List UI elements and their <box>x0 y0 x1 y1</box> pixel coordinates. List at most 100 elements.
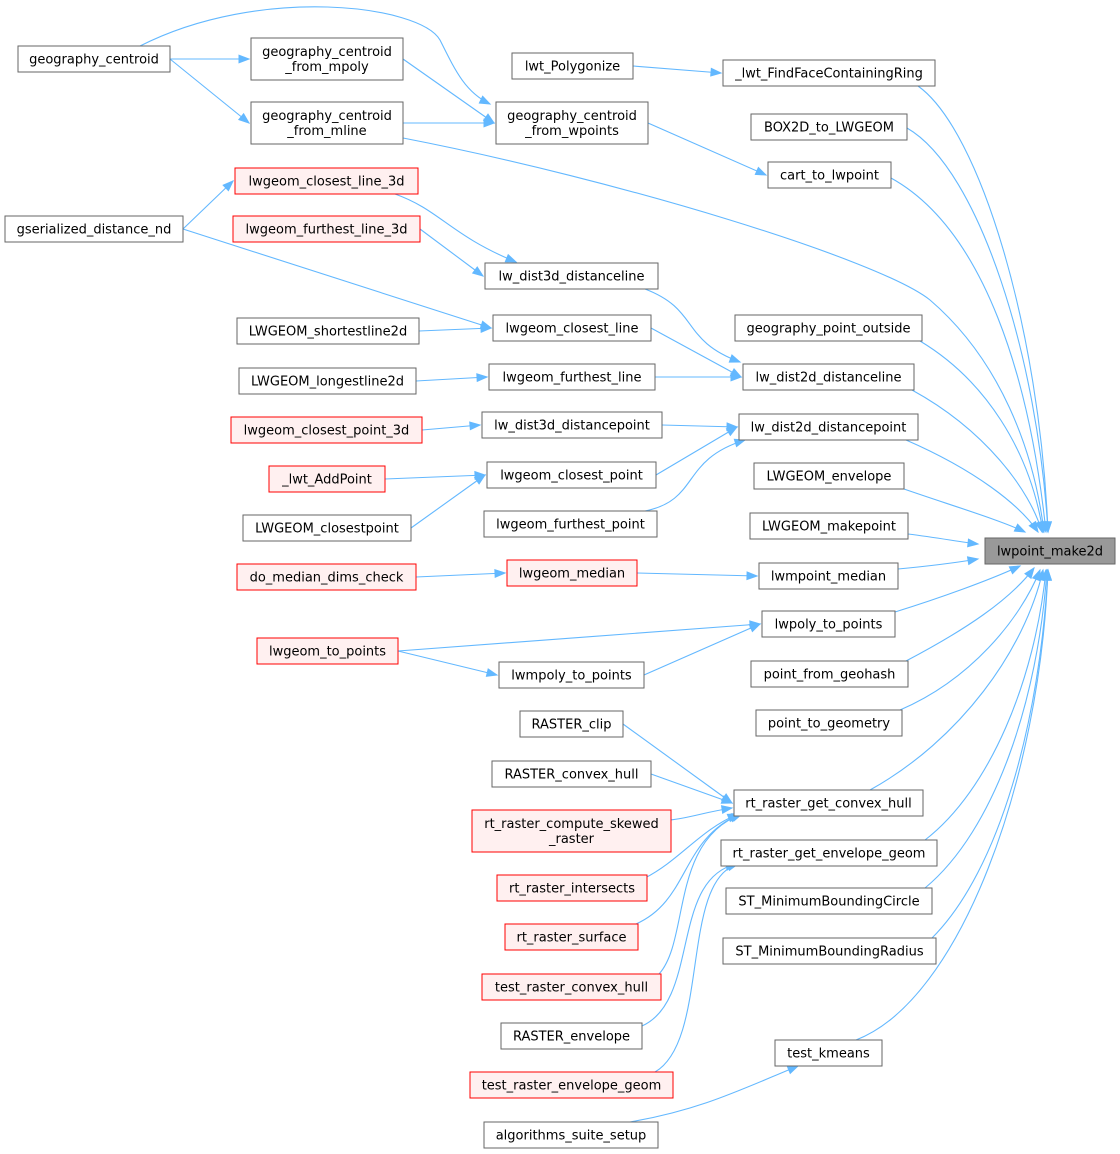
node-label: lw_dist2d_distancepoint <box>751 421 907 436</box>
call-edge <box>644 288 742 363</box>
function-node[interactable]: LWGEOM_makepoint <box>749 512 909 540</box>
node-label: RASTER_clip <box>532 718 612 733</box>
function-node[interactable]: cart_to_lwpoint <box>767 161 892 189</box>
edge-arrowhead <box>754 166 768 176</box>
function-node[interactable]: ST_MinimumBoundingCircle <box>725 887 933 915</box>
function-node[interactable]: do_median_dims_check <box>236 563 417 591</box>
function-node[interactable]: BOX2D_to_LWGEOM <box>750 113 908 141</box>
node-box <box>232 215 421 243</box>
function-node[interactable]: rt_raster_intersects <box>496 874 648 902</box>
target-function-node[interactable]: lwpoint_make2d <box>984 537 1116 565</box>
edge-line <box>644 439 746 512</box>
function-node[interactable]: geography_centroid_from_mline <box>250 101 404 145</box>
edge-line <box>644 288 741 363</box>
function-node[interactable]: algorithms_suite_setup <box>483 1121 659 1149</box>
function-node[interactable]: point_from_geohash <box>750 660 909 688</box>
call-edge <box>905 566 1035 662</box>
node-label: lwgeom_furthest_line_3d <box>246 223 408 238</box>
call-edge <box>655 372 743 382</box>
edge-line <box>418 327 492 332</box>
node-label: LWGEOM_makepoint <box>762 520 896 535</box>
node-label: lwgeom_closest_point <box>500 469 643 484</box>
node-label: rt_raster_compute_skewed <box>484 817 659 832</box>
edge-arrowhead <box>748 623 762 633</box>
edge-line <box>384 474 486 480</box>
call-edge <box>903 488 1027 533</box>
function-node[interactable]: RASTER_convex_hull <box>491 760 652 788</box>
function-node[interactable]: lwgeom_median <box>506 559 638 587</box>
call-edge <box>418 323 493 333</box>
edge-arrowhead <box>1024 566 1035 580</box>
function-node[interactable]: lwgeom_closest_line_3d <box>234 167 419 195</box>
call-edge <box>899 568 1041 711</box>
edge-line <box>855 569 1049 1041</box>
function-node[interactable]: rt_raster_get_envelope_geom <box>720 839 938 867</box>
function-node[interactable]: _lwt_FindFaceContainingRing <box>722 59 936 87</box>
function-node[interactable]: lwgeom_furthest_line_3d <box>232 215 421 243</box>
function-node[interactable]: lw_dist2d_distanceline <box>742 363 915 391</box>
function-node[interactable]: rt_raster_surface <box>504 923 639 951</box>
call-edge <box>182 228 493 330</box>
function-node[interactable]: lw_dist3d_distanceline <box>484 262 659 290</box>
function-node[interactable]: lwmpoly_to_points <box>498 661 645 689</box>
node-box <box>483 510 658 538</box>
function-node[interactable]: geography_centroid_from_mpoly <box>250 37 404 81</box>
function-node[interactable]: LWGEOM_envelope <box>753 462 905 490</box>
call-edge <box>897 556 980 570</box>
function-node[interactable]: RASTER_envelope <box>500 1022 643 1050</box>
node-box <box>234 167 419 195</box>
call-edge <box>394 193 518 263</box>
node-label: lwmpoly_to_points <box>511 669 632 684</box>
edge-arrowhead <box>728 354 742 363</box>
call-edge <box>629 1065 800 1123</box>
function-node[interactable]: LWGEOM_longestline2d <box>238 367 417 395</box>
node-label: ST_MinimumBoundingCircle <box>738 895 919 910</box>
edge-line <box>632 65 722 74</box>
function-node[interactable]: LWGEOM_shortestline2d <box>236 317 420 345</box>
function-node[interactable]: geography_point_outside <box>734 314 923 342</box>
function-node[interactable]: lwmpoint_median <box>758 562 899 590</box>
edge-line <box>410 474 486 529</box>
edge-line <box>906 127 1049 533</box>
function-node[interactable]: lwgeom_closest_line <box>492 314 652 342</box>
call-edge <box>647 122 768 176</box>
function-node[interactable]: test_raster_convex_hull <box>481 973 662 1001</box>
node-box <box>484 262 659 290</box>
function-node[interactable]: rt_raster_compute_skewed_raster <box>471 809 672 853</box>
node-box <box>755 709 903 737</box>
function-node[interactable]: gserialized_distance_nd <box>4 215 184 243</box>
call-edge <box>410 474 487 529</box>
function-node[interactable]: rt_raster_get_convex_hull <box>733 789 924 817</box>
node-box <box>238 367 417 395</box>
function-node[interactable]: lwgeom_to_points <box>256 637 399 665</box>
function-node[interactable]: RASTER_clip <box>519 710 624 738</box>
function-node[interactable]: _lwt_AddPoint <box>268 465 386 493</box>
edge-arrowhead <box>730 372 743 382</box>
function-node[interactable]: lwgeom_furthest_line <box>488 363 656 391</box>
function-node[interactable]: geography_centroid <box>17 45 171 73</box>
function-node[interactable]: lwpoly_to_points <box>761 610 896 638</box>
function-node[interactable]: LWGEOM_closestpoint <box>242 514 412 542</box>
function-node[interactable]: lwgeom_closest_point <box>486 461 657 489</box>
node-box <box>761 610 896 638</box>
function-node[interactable]: ST_MinimumBoundingRadius <box>722 937 937 965</box>
edge-line <box>402 58 495 124</box>
node-label: lwt_Polygonize <box>525 60 620 75</box>
function-node[interactable]: lwgeom_furthest_point <box>483 510 658 538</box>
edge-line <box>917 85 1049 533</box>
call-edge <box>397 650 499 677</box>
function-node[interactable]: geography_centroid_from_wpoints <box>495 101 649 145</box>
function-node[interactable]: test_kmeans <box>774 1039 883 1067</box>
function-node[interactable]: lw_dist2d_distancepoint <box>738 413 919 441</box>
function-node[interactable]: point_to_geometry <box>755 709 903 737</box>
call-edge <box>905 439 1039 534</box>
function-node[interactable]: lwt_Polygonize <box>511 52 634 80</box>
call-edge <box>182 180 235 230</box>
function-node[interactable]: test_raster_envelope_geom <box>469 1071 674 1099</box>
function-node[interactable]: lw_dist3d_distancepoint <box>481 411 663 439</box>
edge-arrowhead <box>504 253 518 263</box>
function-node[interactable]: lwgeom_closest_point_3d <box>230 416 423 444</box>
node-box <box>734 314 923 342</box>
node-box <box>250 37 404 81</box>
